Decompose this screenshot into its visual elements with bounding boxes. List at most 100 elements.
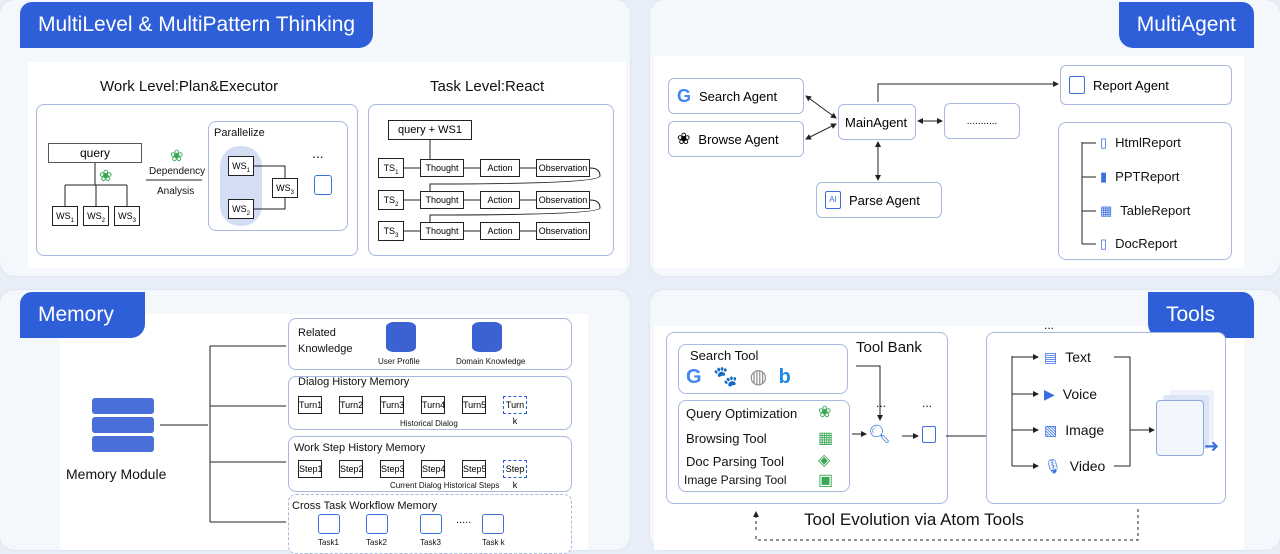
thinking-connectors	[64, 140, 601, 232]
observation-node-3: Observation	[536, 222, 590, 240]
ppt-report-icon: ▮	[1100, 169, 1108, 184]
google-icon: G	[677, 85, 692, 106]
doc-report-icon: ▯	[1100, 236, 1108, 251]
output-voice: ▶Voice	[1044, 386, 1098, 402]
html-report-icon: ▯	[1100, 135, 1108, 150]
tab-memory: Memory	[20, 292, 145, 338]
tools-connectors	[753, 354, 1280, 541]
browse-agent-node: ❀ Browse Agent	[668, 121, 804, 157]
domain-knowledge-icon	[472, 322, 502, 352]
image-icon: ▧	[1044, 422, 1058, 438]
ellipsis: ...	[312, 145, 324, 161]
turn-node-4: Turn4	[421, 396, 445, 414]
search-tool-label: Search Tool	[690, 348, 759, 363]
turn-node-1: Turn1	[298, 396, 322, 414]
tool-doc-parsing: Doc Parsing Tool	[686, 454, 785, 469]
user-profile-icon	[386, 322, 416, 352]
work-level-title: Work Level:Plan&Executor	[100, 78, 279, 95]
action-node-2: Action	[480, 191, 520, 209]
step-node-4: Step4	[421, 460, 446, 478]
search-agent-node: G Search Agent	[668, 78, 804, 114]
output-image: ▧Image	[1044, 422, 1105, 438]
task-checklist-icon	[366, 514, 388, 534]
turn-node-3: Turn3	[380, 396, 404, 414]
openai-icon-dependency: ❀	[170, 148, 184, 165]
turn-node-5: Turn5	[462, 396, 486, 414]
parallel-ws-3: WS3	[272, 178, 298, 198]
more-agents-node: ...........	[944, 103, 1020, 139]
result-stack-icon	[1156, 400, 1204, 456]
action-node-1: Action	[480, 159, 520, 177]
turn-node-6: Turn k	[503, 396, 527, 426]
text-icon: ▤	[1044, 349, 1058, 365]
task-checklist-icon	[420, 514, 442, 534]
task-level-title: Task Level:React	[430, 78, 545, 95]
step-node-2: Step2	[339, 460, 364, 478]
tab-multiagent: MultiAgent	[1118, 2, 1254, 48]
thought-node-1: Thought	[420, 159, 464, 177]
ai-doc-icon: AI	[825, 191, 841, 209]
thought-node-3: Thought	[420, 222, 464, 240]
table-report-icon: ▦	[1100, 203, 1113, 218]
html-report-label: ▯HtmlReport	[1100, 135, 1181, 150]
task-checklist-icon	[482, 514, 504, 534]
arrow-right-icon: ➜	[1204, 436, 1220, 456]
ts-node-1: TS1	[378, 158, 404, 178]
grid-icon: ▦	[818, 430, 834, 447]
openai-icon: ❀	[99, 168, 113, 185]
ws-node-3: WS3	[114, 206, 140, 226]
ws-node-2: WS2	[83, 206, 109, 226]
tool-image-parsing: Image Parsing Tool	[684, 473, 787, 487]
parse-agent-node: AI Parse Agent	[816, 182, 942, 218]
search-analytics-icon: 🔍︎	[868, 424, 891, 444]
tool-ellipsis-2: ...	[922, 396, 933, 410]
voice-icon: ▶	[1044, 386, 1055, 402]
scan-icon: ▣	[818, 472, 834, 489]
doc-report-label: ▯DocReport	[1100, 236, 1178, 251]
ppt-report-label: ▮PPTReport	[1100, 169, 1180, 184]
memory-module-icon	[92, 398, 154, 452]
work-step-title: Work Step History Memory	[294, 442, 426, 454]
cross-task-title: Cross Task Workflow Memory	[292, 500, 438, 512]
turn-node-2: Turn2	[339, 396, 363, 414]
query-label: query	[79, 146, 111, 160]
current-steps-label: Current Dialog Historical Steps	[390, 481, 500, 490]
query-node: query	[48, 143, 142, 163]
main-agent-node: MainAgent	[838, 104, 916, 140]
output-text: ▤Text	[1044, 349, 1091, 365]
user-profile-label: User Profile	[378, 357, 420, 366]
tool-ellipsis-1: ...	[876, 396, 887, 410]
microphone-icon: 🎙︎	[1044, 458, 1062, 474]
step-node-1: Step1	[298, 460, 323, 478]
task-label-3: Task3	[420, 538, 441, 547]
memory-connectors	[160, 345, 286, 523]
tab-tools: Tools	[1148, 292, 1254, 338]
thought-node-2: Thought	[420, 191, 464, 209]
google-icon: G	[686, 366, 702, 388]
task-checklist-icon	[318, 514, 340, 534]
table-report-label: ▦TableReport	[1100, 203, 1191, 218]
report-icon	[1069, 76, 1085, 94]
tool-evolution-label: Tool Evolution via Atom Tools	[804, 510, 1024, 529]
observation-node-1: Observation	[536, 159, 590, 177]
panel-multiagent: MultiAgent G Search Agent ❀ Browse Agent…	[650, 0, 1280, 276]
search-tool-box	[678, 344, 848, 394]
ws-node-1: WS1	[52, 206, 78, 226]
tool-browsing: Browsing Tool	[686, 431, 767, 446]
tool-query-optimization: Query Optimization	[686, 406, 798, 421]
stack-icon: ◈	[818, 452, 831, 469]
tool-bank-label: Tool Bank	[856, 339, 922, 356]
memory-module-label: Memory Module	[66, 466, 167, 482]
task-label-2: Task2	[366, 538, 387, 547]
ts-node-3: TS3	[378, 221, 404, 241]
bing-icon: b	[778, 366, 791, 388]
output-video: 🎙︎Video	[1044, 458, 1106, 474]
query-ws-node: query + WS1	[388, 120, 472, 140]
task-ellipsis: .....	[456, 514, 472, 526]
panel-tools: Tools Search Tool G 🐾 ◍ b Tool Bank Quer…	[650, 290, 1280, 550]
step-node-5: Step5	[462, 460, 487, 478]
cross-task-box	[288, 494, 572, 554]
historical-dialog-label: Historical Dialog	[400, 419, 458, 428]
panel-memory: Memory Memory Module Related Knowledge U…	[0, 290, 630, 554]
step-node-6: Step k	[503, 460, 527, 490]
